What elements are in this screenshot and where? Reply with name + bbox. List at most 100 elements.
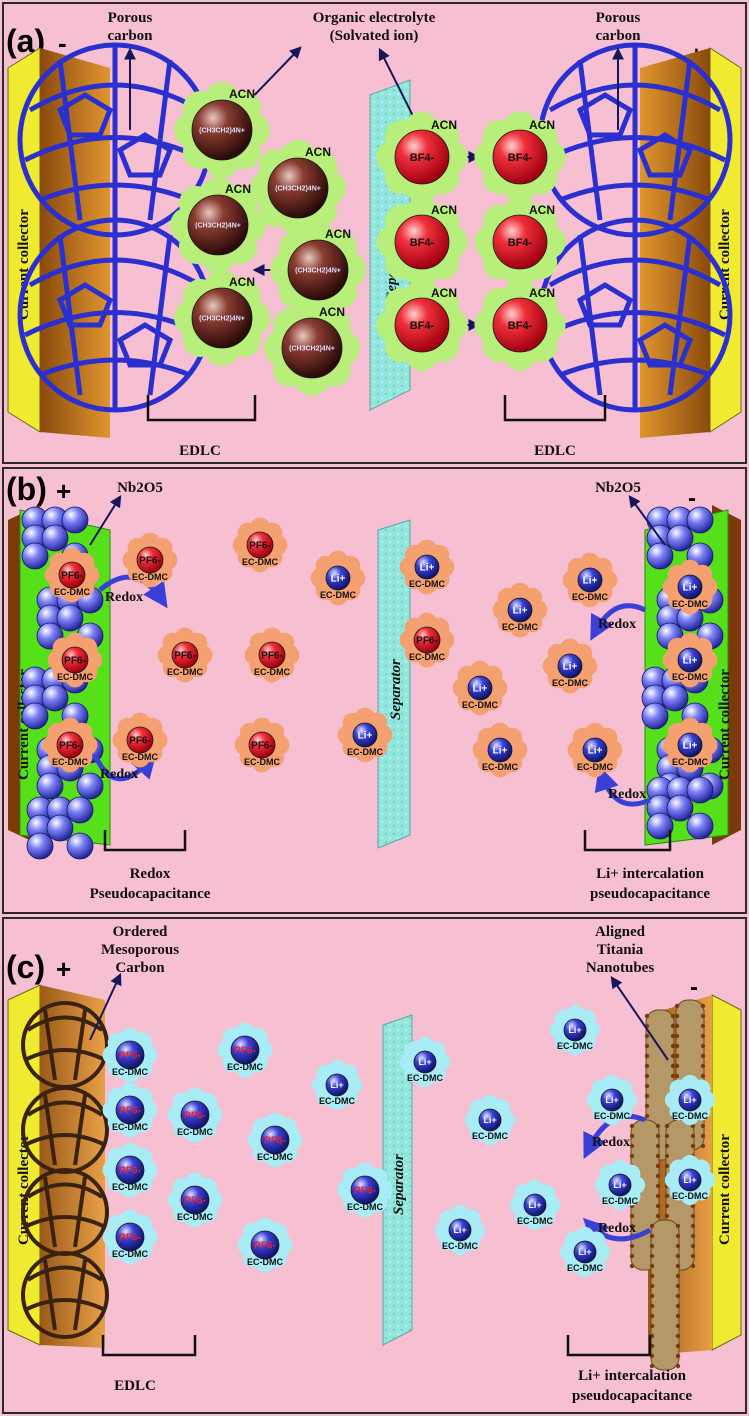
li-ion: Li+ EC-DMC [542, 638, 598, 694]
solvent-label: EC-DMC [242, 557, 278, 567]
nb2o5-sphere [66, 832, 94, 860]
solvent-label: EC-DMC [442, 1241, 478, 1251]
solvent-label: EC-DMC [244, 757, 280, 767]
nb2o5-sphere [36, 772, 64, 800]
nb2o5-sphere [686, 812, 714, 840]
solvent-label: EC-DMC [122, 752, 158, 762]
panel-c-left-material-3: Carbon [115, 960, 165, 976]
solvent-label: EC-DMC [552, 678, 588, 688]
panel-c-label: (c) [6, 949, 45, 985]
solvent-label: EC-DMC [462, 700, 498, 710]
pf6-ion: PF6-EC-DMC [102, 1082, 158, 1138]
cation-label: Li+ [453, 1225, 466, 1235]
cation-ion: (CH3CH2)4N+ACN [250, 140, 346, 236]
cation-ion: (CH3CH2)4N+ACN [174, 270, 270, 366]
cation-label: Li+ [568, 1025, 581, 1035]
cation-ion: (CH3CH2)4N+ACN [170, 177, 266, 273]
solvent-label: EC-DMC [672, 1111, 708, 1121]
panel-c-redox-label-1: Redox [592, 1135, 630, 1150]
panel-b-ions: PF6-EC-DMCPF6-EC-DMCPF6-EC-DMCPF6-EC-DMC… [42, 517, 718, 778]
panel-c-left-carbon [21, 1001, 109, 1339]
pf6-ion: PF6- EC-DMC [337, 1162, 393, 1218]
pf6-ion: PF6-EC-DMC [44, 547, 100, 603]
cation-label: Li+ [683, 656, 698, 667]
panel-b-redox-arrow-2 [92, 752, 157, 782]
cation-label: (CH3CH2)4N+ [295, 267, 341, 274]
solvent-label: EC-DMC [167, 667, 203, 677]
panel-c-ions: PF6-EC-DMCPF6-EC-DMCPF6-EC-DMCPF6-EC-DMC… [102, 1004, 716, 1278]
nb2o5-sphere [41, 684, 69, 712]
panel-b-left-bracket [103, 830, 187, 852]
cation-label: Li+ [418, 1057, 431, 1067]
panel-b-redox-arrow-3 [590, 603, 647, 641]
solvent-label: EC-DMC [112, 1249, 148, 1259]
solvent-label: ACN [319, 305, 345, 319]
cation-label: Li+ [588, 746, 603, 757]
li-ion: Li+EC-DMC [399, 539, 455, 595]
panel-c-left-material-2: Mesoporous [101, 942, 179, 958]
solvent-label: EC-DMC [52, 757, 88, 767]
li-ion: Li+EC-DMC [464, 1094, 516, 1146]
solvent-label: ACN [431, 203, 457, 217]
solvent-label: EC-DMC [320, 590, 356, 600]
solvent-label: EC-DMC [347, 1202, 383, 1212]
solvent-label: EC-DMC [482, 762, 518, 772]
panel-b-left-material: Nb2O5 [117, 480, 163, 496]
solvent-label: ACN [529, 118, 555, 132]
li-ion: Li+EC-DMC [472, 722, 528, 778]
panel-c-redox-label-2: Redox [598, 1221, 636, 1236]
panel-b-frame [2, 467, 747, 914]
solvent-label: EC-DMC [409, 579, 445, 589]
li-ion: Li+EC-DMC [586, 1074, 638, 1126]
panel-b-redox-arrow-4 [594, 765, 651, 807]
nb2o5-sphere [661, 684, 689, 712]
solvent-label: EC-DMC [177, 1127, 213, 1137]
pf6-ion: PF6-EC-DMC [102, 1027, 158, 1083]
li-ion: Li+EC-DMC [562, 552, 618, 608]
nb2o5-sphere [686, 506, 714, 534]
panel-c-right-material-2: Titania [597, 942, 644, 958]
anion-label: PF6- [184, 1111, 206, 1122]
panel-c-carbon-arrow [89, 972, 122, 1041]
li-ion: Li+EC-DMC [337, 707, 393, 763]
anion-label: PF6- [254, 1241, 276, 1252]
cation-label: (CH3CH2)4N+ [199, 315, 245, 322]
pf6-ion: PF6-EC-DMC [122, 532, 178, 588]
panel-a-left-bracket-label: EDLC [179, 443, 221, 459]
panel-c-left-sign: + [56, 954, 71, 984]
solvent-label: ACN [431, 286, 457, 300]
panel-c-left-bracket [101, 1335, 197, 1357]
cation-label: Li+ [563, 662, 578, 673]
solvent-label: EC-DMC [247, 1257, 283, 1267]
panel-c-right-bracket [566, 1335, 652, 1357]
pf6-ion: PF6-EC-DMC [47, 632, 103, 688]
li-ion: Li+EC-DMC [559, 1226, 611, 1278]
nb2o5-sphere [66, 796, 94, 824]
anion-label: BF4- [508, 320, 533, 332]
cation-label: Li+ [330, 1080, 343, 1090]
panel-c-nanotube-arrow [610, 976, 669, 1061]
panel-a: (a) - + Current collector Current collec… [6, 10, 742, 459]
panel-c-redox-arrow-2 [582, 1217, 652, 1245]
panel-c: (c) + - Current collector Current collec… [6, 924, 742, 1404]
anion-label: PF6- [59, 741, 81, 752]
nb2o5-sphere [686, 776, 714, 804]
panel-a-center-label-1: Organic electrolyte [313, 10, 436, 26]
li-ion: Li+ EC-DMC [567, 722, 623, 778]
li-ion: Li+EC-DMC [664, 1154, 716, 1206]
solvent-label: ACN [305, 145, 331, 159]
nb2o5-sphere [21, 702, 49, 730]
solvent-label: EC-DMC [577, 762, 613, 772]
cation-label: Li+ [513, 606, 528, 617]
li-ion: Li+EC-DMC [662, 559, 718, 615]
panel-a-right-material-1: Porous [596, 10, 641, 26]
nb2o5-sphere [46, 814, 74, 842]
panel-b-right-material: Nb2O5 [595, 480, 641, 496]
anion-label: PF6- [354, 1186, 376, 1197]
cation-label: Li+ [473, 684, 488, 695]
solvent-label: EC-DMC [254, 667, 290, 677]
panel-a-right-material-2: carbon [596, 28, 642, 44]
panel-a-frame [2, 2, 747, 464]
li-ion: Li+ EC-DMC [452, 660, 508, 716]
panel-c-right-bracket-label-1: Li+ intercalation [578, 1368, 687, 1384]
